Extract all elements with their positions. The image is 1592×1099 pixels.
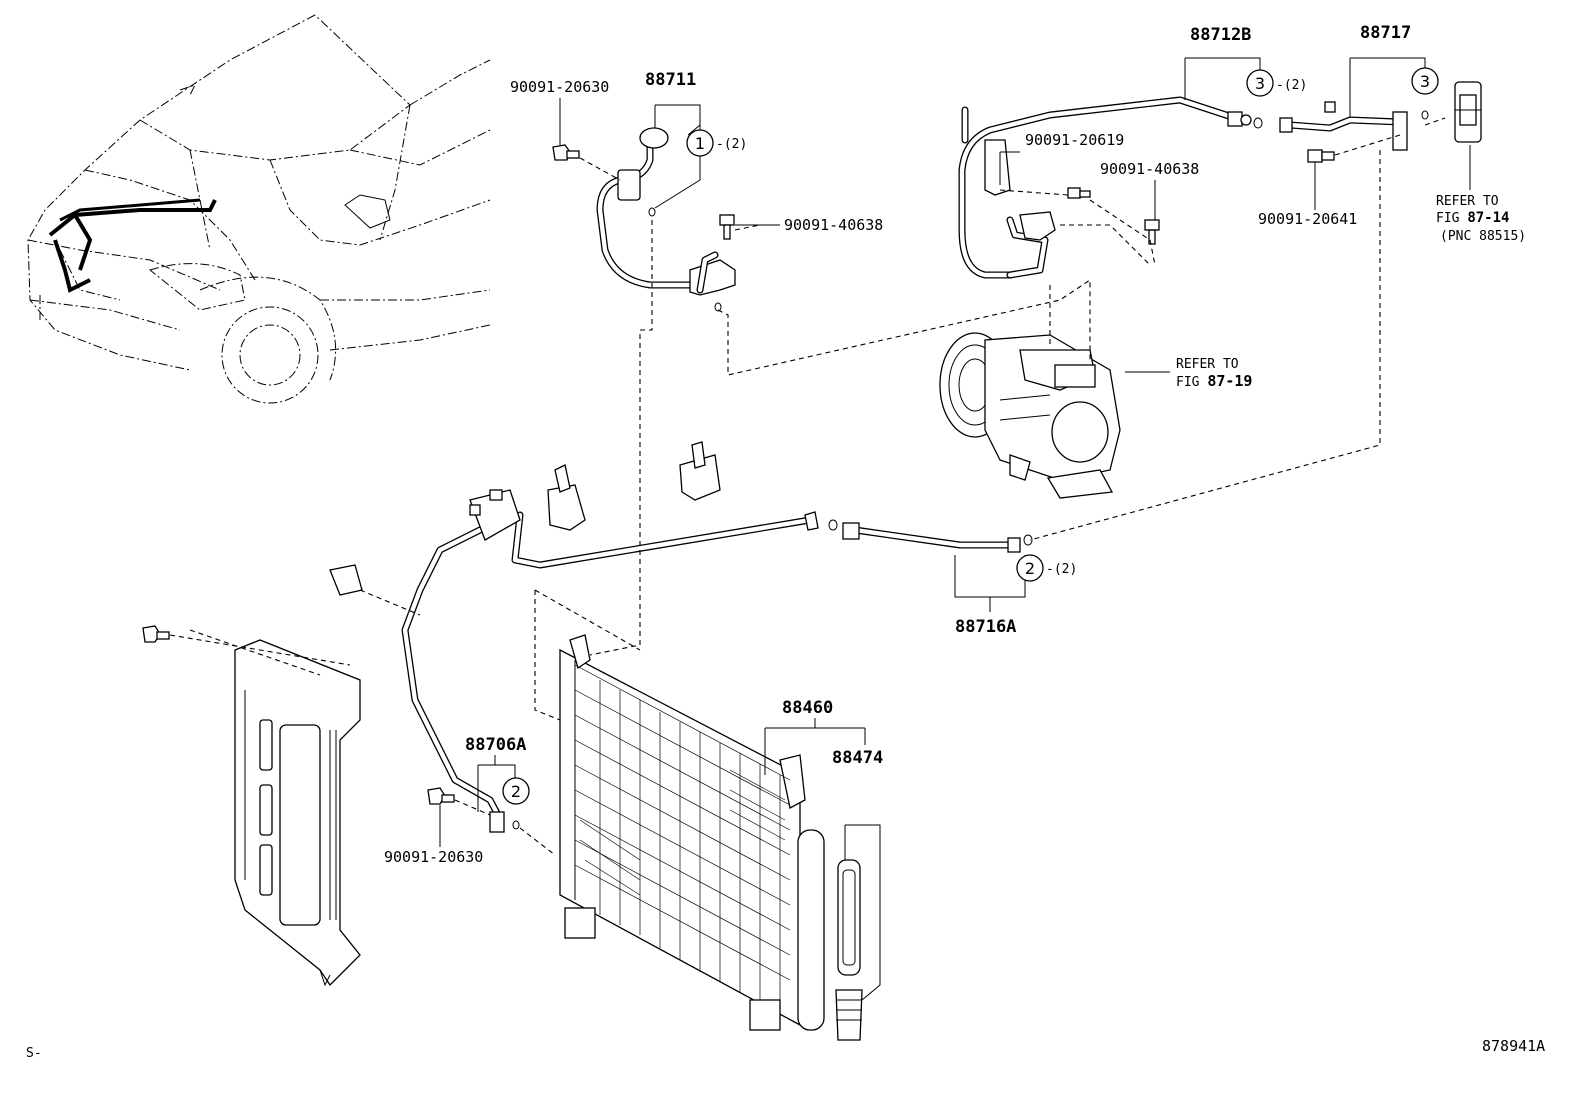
label-bolt-90091-20630-bottom: 90091-20630 [384, 848, 483, 866]
svg-text:REFER TO: REFER TO [1436, 194, 1499, 209]
pipe-88716a [842, 522, 1033, 553]
condenser-88460 [559, 634, 825, 1031]
receiver-dryer-88474 [835, 859, 863, 1041]
label-pipe-88712b: 88712B [1190, 25, 1251, 45]
label-bolt-90091-40638-lower: 90091-40638 [1100, 160, 1199, 178]
label-qty-callout-2: -(2) [1046, 562, 1077, 577]
bolt-90091-20630-top [552, 144, 580, 161]
label-bolt-90091-20641: 90091-20641 [1258, 210, 1357, 228]
bolt-90091-20641 [1307, 149, 1335, 163]
label-condenser-88460: 88460 [782, 698, 833, 718]
footer-left-mark: S- [26, 1046, 42, 1061]
label-bolt-90091-20630-top: 90091-20630 [510, 78, 609, 96]
liquid-pipe-assembly [329, 441, 838, 819]
callout-3-b: 3 [1411, 67, 1439, 95]
svg-text:3: 3 [1255, 74, 1265, 93]
label-hose-88711: 88711 [645, 70, 696, 90]
svg-text:(PNC 88515): (PNC 88515) [1440, 229, 1526, 244]
refer-compressor-note: REFER TO FIG 87-19 [1176, 357, 1252, 390]
expansion-valve [1454, 81, 1482, 143]
label-pipe-88717: 88717 [1360, 23, 1411, 43]
discharge-hose-88711 [596, 127, 736, 312]
vehicle-outline-illustration [27, 14, 491, 404]
ac-compressor [939, 332, 1121, 499]
label-pipe-88706a: 88706A [465, 735, 526, 755]
svg-text:2: 2 [1025, 559, 1035, 578]
diagram-id: 878941A [1482, 1037, 1545, 1055]
label-bolt-90091-40638-upper: 90091-40638 [784, 216, 883, 234]
callout-2-pipe: 2 [1016, 554, 1044, 582]
svg-text:REFER TO: REFER TO [1176, 357, 1239, 372]
svg-text:3: 3 [1420, 72, 1430, 91]
svg-text:FIG 87-19: FIG 87-19 [1176, 372, 1252, 390]
label-dryer-88474: 88474 [832, 748, 883, 768]
suction-pipe-88712b [958, 96, 1263, 279]
pipe-88717 [1279, 101, 1429, 151]
callout-1: 1 [686, 129, 714, 157]
callout-2-lower: 2 [502, 777, 530, 805]
bolt-90091-40638-lower [1144, 219, 1160, 245]
pipe-88706a-fitting [489, 811, 520, 833]
svg-text:FIG 87-14: FIG 87-14 [1436, 210, 1509, 226]
bolt-left-shroud [142, 625, 170, 643]
label-pipe-88716a: 88716A [955, 617, 1016, 637]
svg-text:2: 2 [511, 782, 521, 801]
label-qty-callout-3: -(2) [1276, 78, 1307, 93]
label-bolt-90091-20619: 90091-20619 [1025, 131, 1124, 149]
refer-valve-note: REFER TO FIG 87-14 (PNC 88515) [1436, 194, 1526, 244]
label-qty-callout-1: -(2) [716, 137, 747, 152]
bolt-90091-20619 [1067, 187, 1091, 199]
assembly-leader-lines [169, 117, 1446, 856]
bolt-90091-20630-bottom [427, 787, 455, 805]
bolt-90091-40638-upper [719, 214, 735, 240]
svg-text:1: 1 [695, 134, 705, 153]
callout-3-a: 3 [1246, 69, 1274, 97]
condenser-side-shroud [234, 639, 361, 987]
